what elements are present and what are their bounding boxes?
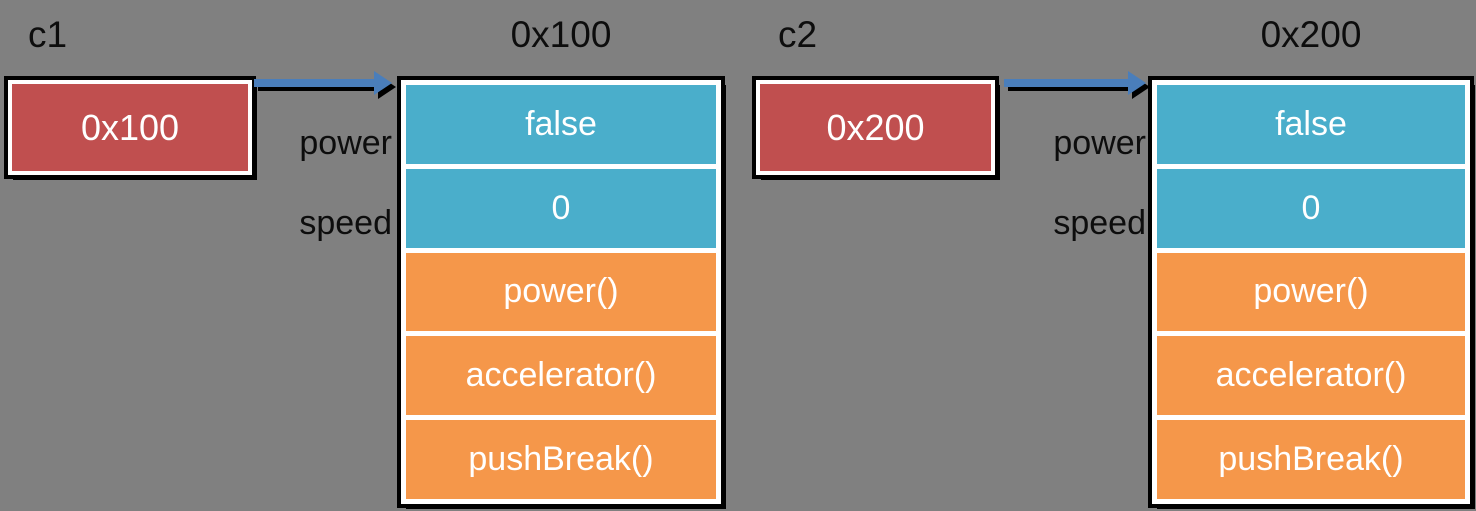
object-title-0x200: 0x200 (1260, 14, 1362, 55)
object-row-field-power: false (406, 85, 716, 164)
edge-label-speed-c2: speed (1053, 204, 1146, 242)
object-row-method-pushbreak: pushBreak() (406, 420, 716, 499)
reference-name-c1: c1 (28, 14, 68, 55)
object-row-method-accelerator: accelerator() (406, 336, 716, 416)
object-row-field-speed-2: 0 (1157, 168, 1465, 248)
object-row-field-power-2: false (1157, 85, 1465, 164)
object-row-field-speed: 0 (406, 168, 716, 248)
object-row-method-power: power() (406, 252, 716, 332)
edge-label-speed-c1: speed (299, 204, 392, 242)
object-box-0x200[interactable]: false 0 power() accelerator() pushBreak(… (1152, 80, 1470, 504)
reference-name-c2: c2 (778, 14, 818, 55)
edge-label-power-c1: power (299, 124, 392, 162)
reference-arrow-c2 (1004, 71, 1150, 99)
object-box-0x100[interactable]: false 0 power() accelerator() pushBreak(… (401, 80, 721, 504)
reference-value-c1: 0x100 (12, 84, 248, 171)
reference-box-c2[interactable]: 0x200 (756, 80, 995, 175)
edge-label-power-c2: power (1053, 124, 1146, 162)
object-row-method-power-2: power() (1157, 252, 1465, 332)
reference-value-c2: 0x200 (760, 84, 991, 171)
object-row-method-accelerator-2: accelerator() (1157, 336, 1465, 416)
reference-box-c1[interactable]: 0x100 (8, 80, 252, 175)
reference-arrow-c1 (254, 71, 396, 99)
object-row-method-pushbreak-2: pushBreak() (1157, 420, 1465, 499)
object-title-0x100: 0x100 (510, 14, 612, 55)
